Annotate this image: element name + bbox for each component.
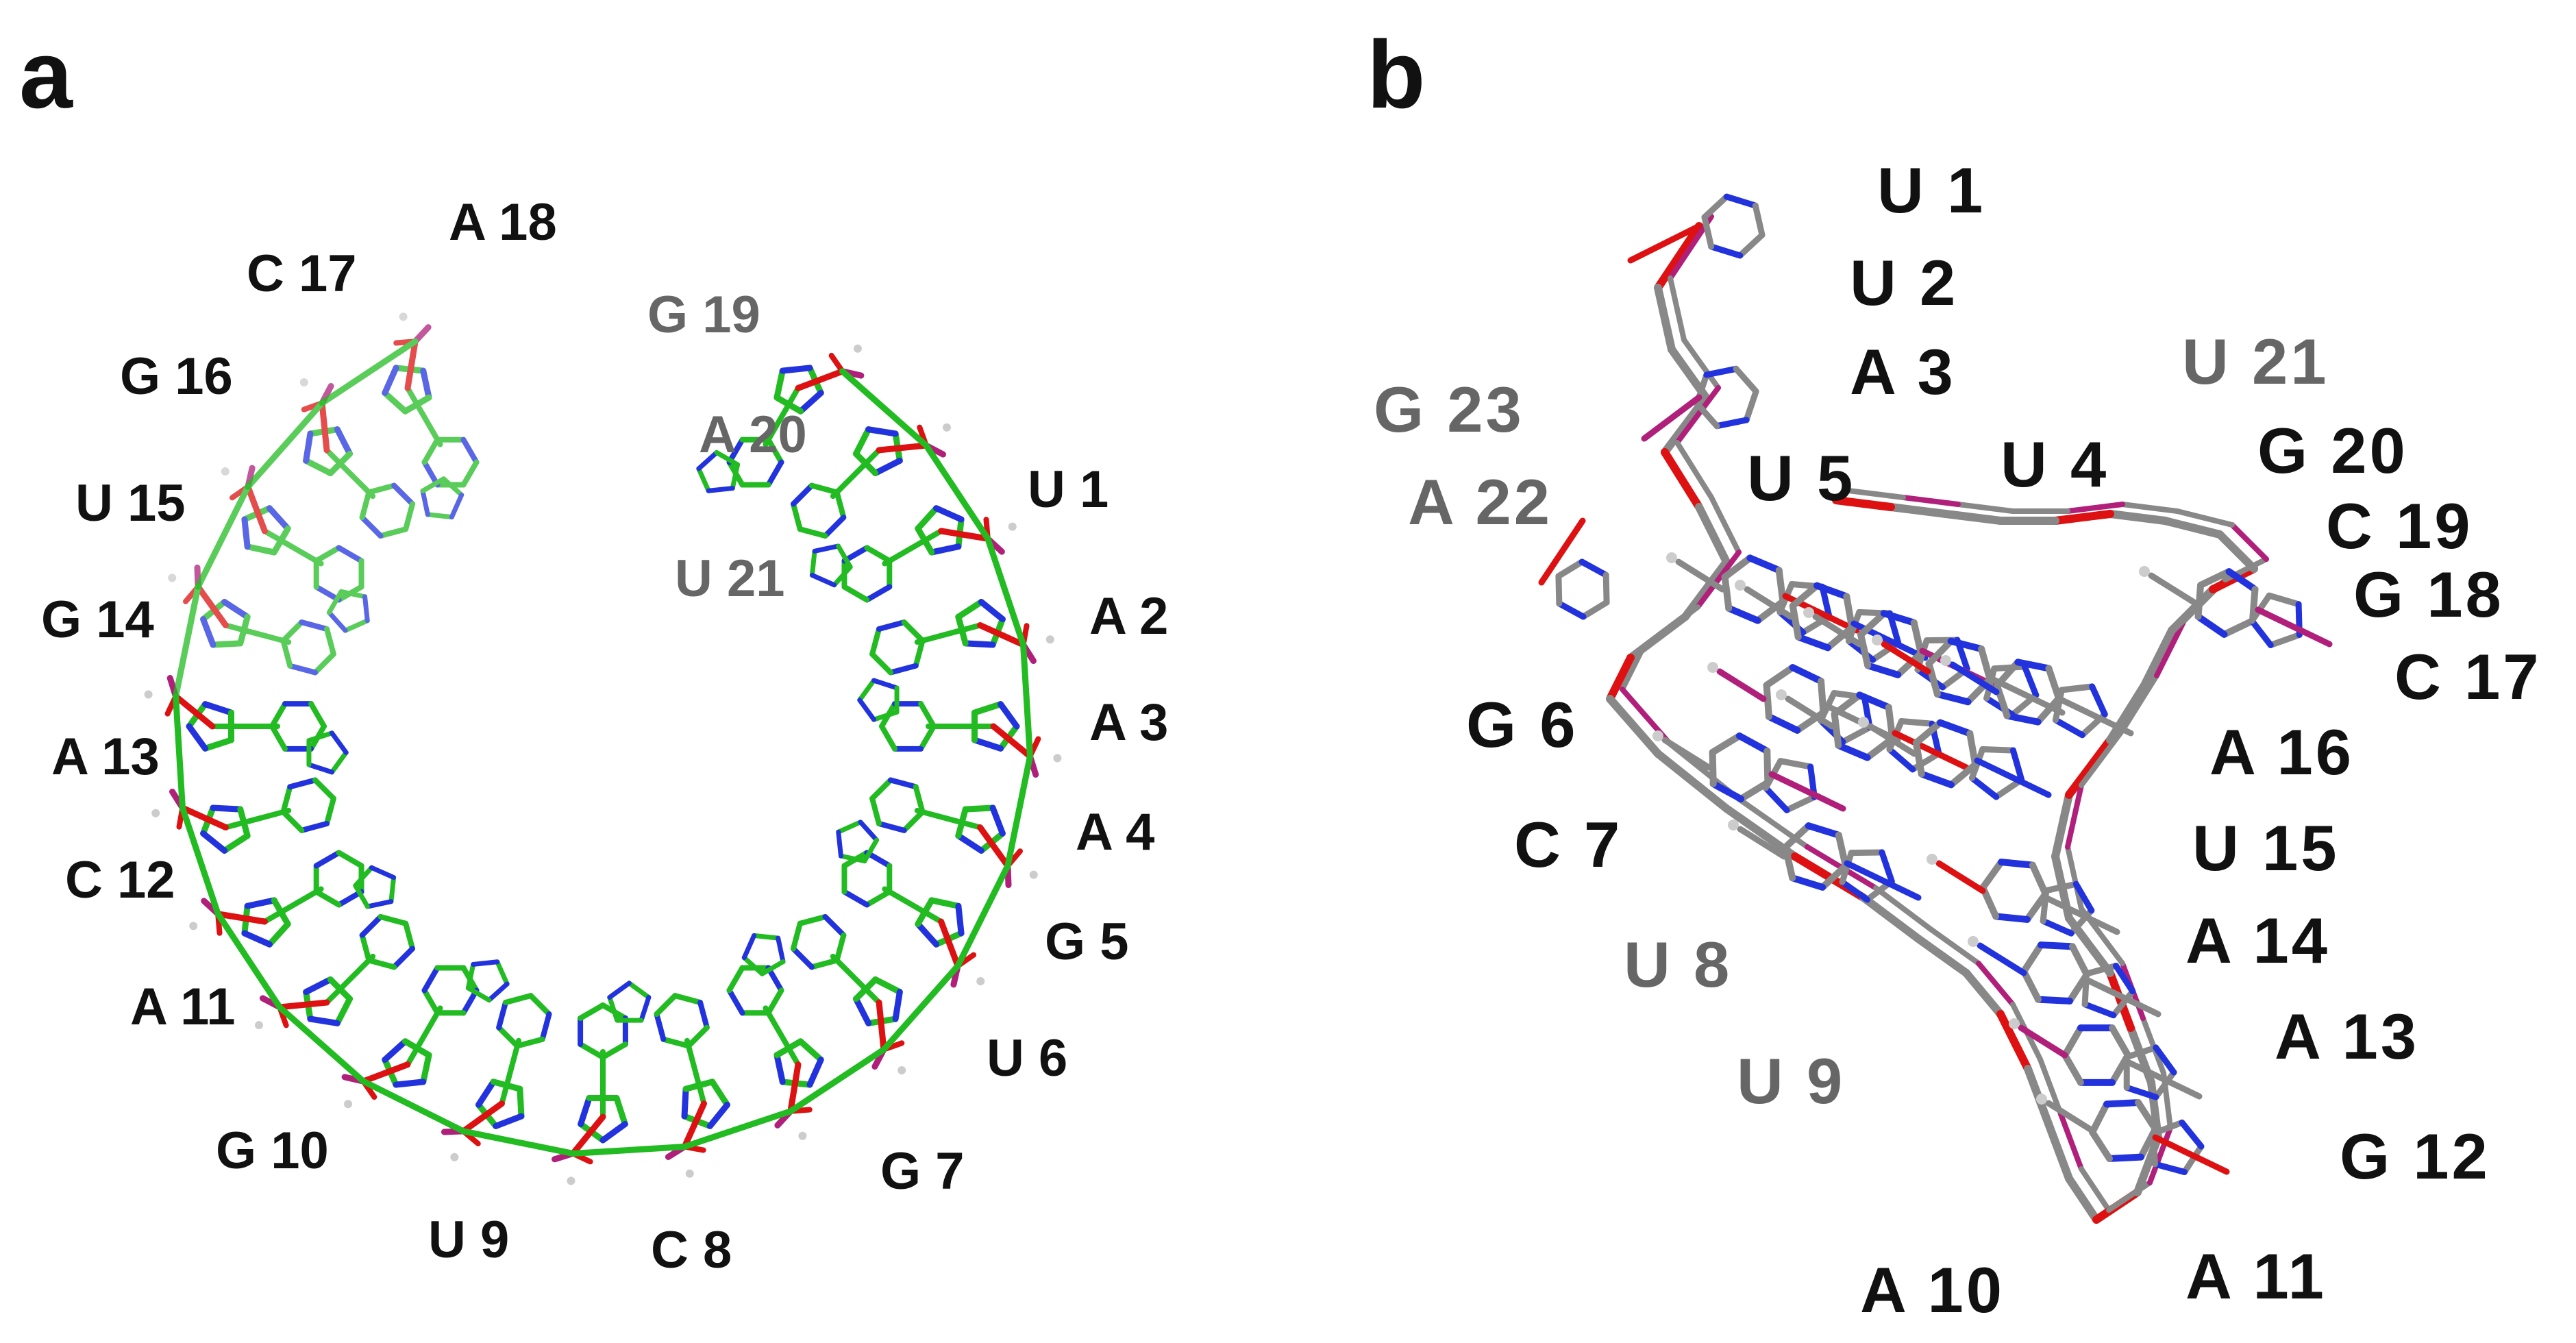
residue-label-a-8: C 8 [651, 1221, 732, 1279]
residue-a-10 [654, 993, 794, 1178]
residue-label-b-14: A 14 [2185, 904, 2330, 976]
base-b-13 [2036, 1094, 2230, 1176]
residue-label-a-16: G 16 [120, 347, 233, 406]
residue-a-3 [809, 442, 1017, 603]
residue-label-a-5: G 5 [1045, 913, 1129, 971]
base-b-9 [1652, 730, 1846, 813]
residue-label-b-17: C 17 [2394, 641, 2542, 713]
residue-label-b-4: U 4 [2001, 428, 2109, 500]
residue-a-20 [245, 378, 416, 539]
residue-a-16 [151, 777, 336, 917]
panel-b-letter: b [1367, 21, 1426, 128]
residue-label-a-17: C 17 [247, 245, 357, 303]
residue-a-8 [790, 913, 961, 1074]
residue-label-b-21: U 21 [2182, 325, 2329, 397]
residue-a-6 [869, 753, 1038, 889]
residue-label-a-10: G 10 [216, 1122, 329, 1180]
residue-a-5 [857, 641, 1062, 778]
residue-a-13 [341, 959, 510, 1135]
residue-label-b-12: G 12 [2340, 1120, 2490, 1192]
residue-label-b-15: U 15 [2192, 812, 2340, 884]
residue-a-7 [836, 820, 1011, 988]
residue-label-b-7: C 7 [1514, 809, 1622, 880]
panel-a-residues [144, 312, 1062, 1185]
residue-a-21 [319, 312, 480, 520]
panel-b-top-strand [1538, 193, 1766, 620]
residue-label-a-7: G 7 [880, 1142, 965, 1200]
residue-label-b-22: A 22 [1408, 466, 1552, 538]
panel-b-labels: U 1 U 2 A 3 U 4 U 5 G 6 C 7U 8U 9 A 10 A 11G 12 A… [1374, 154, 2542, 1326]
residue-label-a-2: A 2 [1089, 587, 1168, 645]
residue-label-b-11: A 11 [2185, 1240, 2327, 1312]
residue-label-b-3: A 3 [1850, 336, 1956, 408]
panel-b-bases [1652, 552, 2333, 1176]
residue-a-19 [195, 465, 370, 633]
base-b-1 [1666, 552, 1860, 636]
residue-label-b-6: G 6 [1466, 689, 1578, 761]
residue-label-a-21: U 21 [675, 550, 785, 608]
residue-label-b-8: U 8 [1624, 928, 1732, 1000]
base-b-8 [1858, 717, 2052, 800]
residue-label-a-11: A 11 [130, 978, 236, 1036]
residue-label-b-16: A 16 [2209, 716, 2354, 788]
residue-label-a-3: A 3 [1089, 693, 1168, 752]
panel-b-folded-structure: U 1 U 2 A 3 U 4 U 5 G 6 C 7U 8U 9 A 10 A 11G 12 A… [1374, 154, 2542, 1326]
base-b-14 [1728, 820, 1922, 903]
residue-label-a-12: C 12 [65, 851, 175, 909]
residue-label-a-4: A 4 [1076, 803, 1154, 861]
residue-label-b-19: C 19 [2326, 490, 2473, 562]
base-b-15 [2139, 566, 2333, 648]
base-b-10 [1927, 854, 2120, 937]
residue-label-a-14: G 14 [41, 591, 154, 649]
residue-label-b-23: G 23 [1374, 373, 1524, 445]
residue-label-b-9: U 9 [1737, 1045, 1845, 1117]
residue-a-9 [726, 933, 887, 1140]
residue-label-a-6: U 6 [987, 1029, 1067, 1087]
residue-label-a-18: A 18 [449, 193, 557, 251]
residue-label-a-20: A 20 [699, 406, 807, 464]
residue-label-b-18: G 18 [2353, 558, 2504, 630]
residue-label-b-13: A 13 [2275, 1000, 2419, 1072]
panel-a-circular-strand: U 1 A 2 A 3 A 4 G 5 U 6 G 7 C 8 U 9 G 10 A 11 C 12 A… [41, 193, 1168, 1279]
residue-a-18 [168, 564, 336, 700]
residue-label-b-1: U 1 [1877, 154, 1985, 226]
panel-a-letter: a [19, 21, 73, 128]
residue-label-b-5: U 5 [1747, 442, 1855, 514]
residue-a-15 [189, 850, 397, 1011]
residue-label-a-15: U 15 [75, 474, 186, 532]
residue-a-11 [552, 981, 688, 1185]
residue-label-b-20: G 20 [2257, 415, 2408, 486]
base-b-5 [1940, 655, 2134, 739]
residue-label-b-2: U 2 [1850, 247, 1958, 319]
residue-label-b-10: A 10 [1860, 1254, 2005, 1326]
residue-label-a-9: U 9 [428, 1211, 509, 1269]
residue-label-a-19: G 19 [647, 286, 760, 344]
residue-a-12 [441, 993, 576, 1161]
panel-a-labels: U 1 A 2 A 3 A 4 G 5 U 6 G 7 C 8 U 9 G 10 A 11 C 12 A… [41, 193, 1168, 1279]
residue-a-1 [696, 344, 865, 493]
base-b-11 [1968, 936, 2162, 1019]
base-b-4 [1872, 634, 2066, 718]
residue-label-a-13: A 13 [51, 728, 160, 786]
residue-a-4 [869, 535, 1054, 676]
residue-label-a-1: U 1 [1028, 460, 1109, 519]
base-b-12 [2009, 1018, 2203, 1100]
